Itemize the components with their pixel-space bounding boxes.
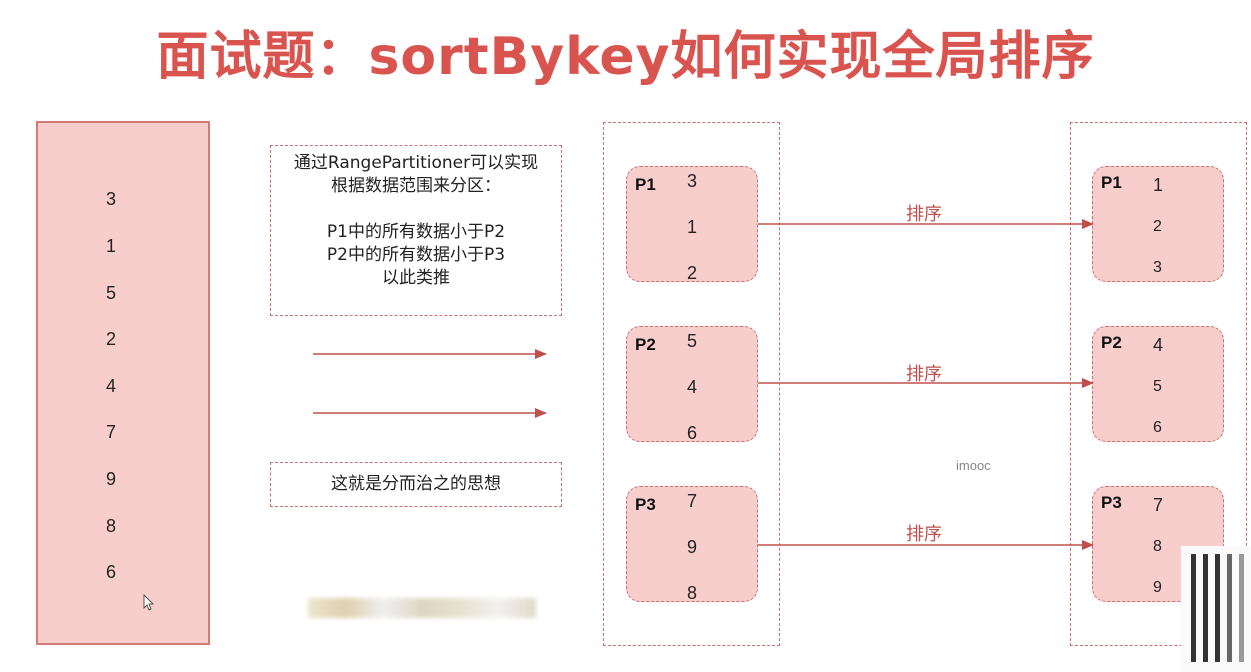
note-line: P1中的所有数据小于P2 xyxy=(326,222,506,242)
source-value: 2 xyxy=(105,329,116,349)
partition-value: 5 xyxy=(687,331,698,351)
sort-label: 排序 xyxy=(906,524,942,545)
partition-value: 8 xyxy=(687,583,698,603)
partition-label: P2 xyxy=(1101,333,1122,352)
source-value: 1 xyxy=(105,236,116,256)
partition-value: 2 xyxy=(1153,218,1162,235)
partition-value: 4 xyxy=(687,377,698,397)
partition-value: 9 xyxy=(1153,579,1162,596)
partition-value: 1 xyxy=(1153,175,1164,195)
source-value: 8 xyxy=(105,516,116,536)
sort-label: 排序 xyxy=(906,204,942,225)
partition-value: 7 xyxy=(687,491,698,511)
note-line: P2中的所有数据小于P3 xyxy=(326,245,506,265)
mouse-cursor-icon xyxy=(143,594,154,611)
partition-value: 7 xyxy=(1153,495,1164,515)
partition-p1-before: P1 3 1 2 xyxy=(626,166,758,283)
partition-value: 2 xyxy=(687,263,698,283)
source-value: 9 xyxy=(105,469,116,489)
partition-value: 3 xyxy=(687,171,698,191)
source-data-box: 3 1 5 2 4 7 9 8 6 xyxy=(36,121,210,645)
partition-p1-after: P1 1 2 3 xyxy=(1092,166,1224,282)
partition-value: 9 xyxy=(687,537,698,557)
partition-value: 1 xyxy=(687,217,698,237)
watermark: imooc xyxy=(956,458,991,473)
partition-value: 5 xyxy=(1153,378,1162,395)
partition-value: 8 xyxy=(1153,538,1162,555)
note-line: 通过RangePartitioner可以实现 xyxy=(293,153,539,173)
partition-label: P3 xyxy=(635,495,656,514)
note-line: 以此类推 xyxy=(382,268,450,288)
partition-p3-before: P3 7 9 8 xyxy=(626,486,758,603)
source-value: 4 xyxy=(105,376,116,396)
partition-value: 6 xyxy=(687,423,698,443)
partition-label: P3 xyxy=(1101,493,1122,512)
note-line: 根据数据范围来分区： xyxy=(331,176,501,196)
partition-label: P1 xyxy=(635,175,656,194)
partition-p2-before: P2 5 4 6 xyxy=(626,326,758,443)
source-value: 6 xyxy=(105,562,116,582)
partition-label: P1 xyxy=(1101,173,1122,192)
partition-value: 4 xyxy=(1153,335,1164,355)
partition-value: 3 xyxy=(1153,259,1162,276)
partition-label: P2 xyxy=(635,335,656,354)
corner-thumbnail xyxy=(1181,546,1251,672)
source-value: 5 xyxy=(105,283,116,303)
divide-conquer-note: 这就是分而治之的思想 xyxy=(270,462,562,507)
source-value: 7 xyxy=(105,422,116,442)
note-text: 这就是分而治之的思想 xyxy=(331,474,501,494)
range-partitioner-note: 通过RangePartitioner可以实现 根据数据范围来分区： P1中的所有… xyxy=(270,145,562,316)
blurred-text xyxy=(308,598,536,618)
source-value: 3 xyxy=(105,189,116,209)
partition-value: 6 xyxy=(1153,419,1162,436)
sort-label: 排序 xyxy=(906,364,942,385)
partition-p2-after: P2 4 5 6 xyxy=(1092,326,1224,442)
page-title: 面试题：sortBykey如何实现全局排序 xyxy=(156,27,1095,87)
